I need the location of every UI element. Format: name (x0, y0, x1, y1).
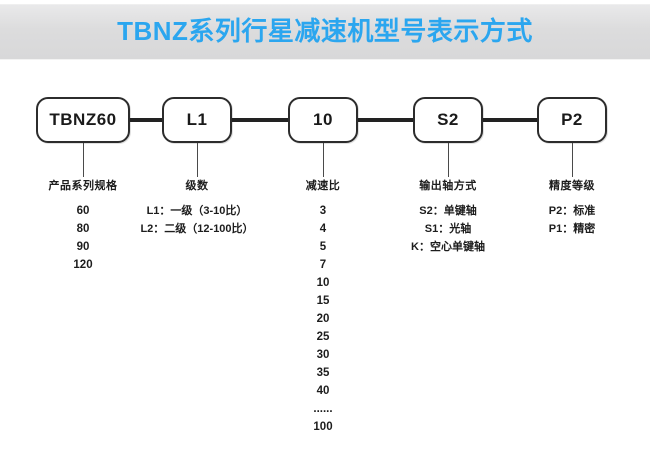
column-item: L1：一级（3-10比） (146, 205, 248, 217)
node-box-accuracy: P2 (537, 97, 607, 143)
connector-4 (483, 118, 537, 122)
node-box-stage: L1 (162, 97, 232, 143)
connector-2 (232, 118, 288, 122)
column-item: K：空心单键轴 (411, 241, 485, 253)
stem-accuracy (572, 143, 573, 177)
connector-3 (358, 118, 413, 122)
column-item: 60 (76, 205, 90, 217)
column-shaft: 输出轴方式 S2：单键轴 S1：光轴 K：空心单键轴 (388, 177, 508, 256)
column-series: 产品系列规格 60 80 90 120 (18, 177, 148, 274)
node-box-series: TBNZ60 (36, 97, 130, 143)
column-title-series: 产品系列规格 (48, 180, 118, 192)
column-title-accuracy: 精度等级 (549, 180, 595, 192)
column-item: 25 (316, 331, 330, 343)
node-label-ratio: 10 (313, 110, 333, 129)
column-title-stage: 级数 (185, 180, 209, 192)
column-item: ...... (313, 403, 333, 415)
column-title-ratio: 减速比 (305, 180, 341, 192)
node-box-ratio: 10 (288, 97, 358, 143)
column-item: L2：二级（12-100比） (140, 223, 254, 235)
node-label-shaft: S2 (437, 110, 459, 129)
stem-series (83, 143, 84, 177)
node-label-series: TBNZ60 (49, 110, 117, 129)
column-item: P2：标准 (548, 205, 596, 217)
stem-stage (197, 143, 198, 177)
column-item: S2：单键轴 (419, 205, 477, 217)
connector-1 (130, 118, 162, 122)
node-box-shaft: S2 (413, 97, 483, 143)
column-stage: 级数 L1：一级（3-10比） L2：二级（12-100比） (127, 177, 267, 238)
column-item: 40 (316, 385, 330, 397)
column-item: 3 (319, 205, 327, 217)
model-code-diagram: TBNZ60 L1 10 S2 P2 产品系列规格 60 80 90 120 级… (0, 60, 650, 470)
column-item: 30 (316, 349, 330, 361)
node-label-accuracy: P2 (561, 110, 583, 129)
node-label-stage: L1 (186, 110, 208, 129)
column-item: 80 (76, 223, 90, 235)
column-item: 20 (316, 313, 330, 325)
column-item: 15 (316, 295, 330, 307)
stem-ratio (323, 143, 324, 177)
column-ratio: 减速比 3 4 5 7 10 15 20 25 30 35 40 ...... … (273, 177, 373, 436)
column-item: 35 (316, 367, 330, 379)
stem-shaft (448, 143, 449, 177)
column-item: P1：精密 (548, 223, 596, 235)
column-item: 7 (319, 259, 327, 271)
column-title-shaft: 输出轴方式 (419, 180, 477, 192)
column-item: 120 (73, 259, 93, 271)
page-title: TBNZ系列行星减速机型号表示方式 (117, 16, 533, 46)
column-item: 90 (76, 241, 90, 253)
header-band (0, 4, 650, 60)
column-item: 4 (319, 223, 327, 235)
column-item: 5 (319, 241, 327, 253)
column-item: S1：光轴 (424, 223, 472, 235)
column-item: 10 (316, 277, 330, 289)
column-accuracy: 精度等级 P2：标准 P1：精密 (517, 177, 627, 238)
column-item: 100 (313, 421, 333, 433)
